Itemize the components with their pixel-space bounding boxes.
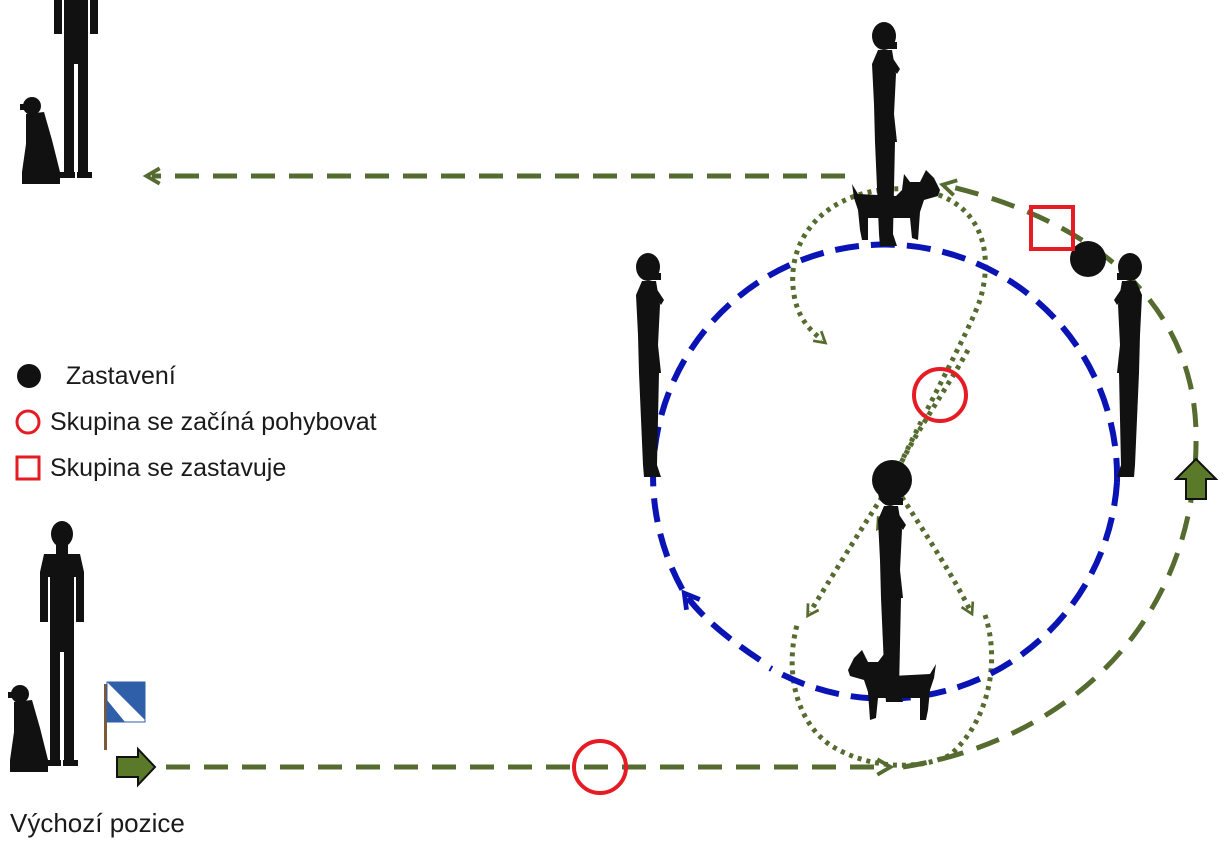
stop-marker-outer <box>1070 241 1106 277</box>
handler-dog-silhouette-top <box>852 22 940 246</box>
start-direction-arrow-icon <box>116 746 157 788</box>
person-silhouette-right <box>1114 253 1142 477</box>
handler-silhouette-top-left <box>20 0 98 184</box>
legend-label-group-stops: Skupina se zastavuje <box>50 453 287 482</box>
handler-dog-silhouette-bottom <box>848 478 936 720</box>
start-position-label: Výchozí pozice <box>10 808 185 838</box>
legend-item-stop: Zastavení <box>14 353 377 399</box>
halt-marker-outer <box>1029 205 1075 251</box>
person-silhouette-left <box>636 253 664 477</box>
direction-arrow-up-icon <box>1173 457 1219 500</box>
legend: Zastavení Skupina se začíná pohybovat Sk… <box>14 353 377 491</box>
flag-icon <box>104 681 146 750</box>
legend-item-group-stops: Skupina se zastavuje <box>14 445 377 491</box>
legend-label-stop: Zastavení <box>66 361 176 390</box>
red-ring-icon <box>15 409 41 435</box>
handler-silhouette-start <box>8 521 84 772</box>
legend-label-group-starts: Skupina se začíná pohybovat <box>50 407 377 436</box>
red-square-icon <box>15 455 41 481</box>
path-outer-arc <box>902 178 1199 770</box>
start-marker-line <box>572 739 628 795</box>
legend-item-group-starts: Skupina se začíná pohybovat <box>14 399 377 445</box>
black-dot-icon <box>17 364 41 388</box>
start-marker-inner <box>912 367 968 423</box>
stop-marker-center <box>872 460 912 500</box>
